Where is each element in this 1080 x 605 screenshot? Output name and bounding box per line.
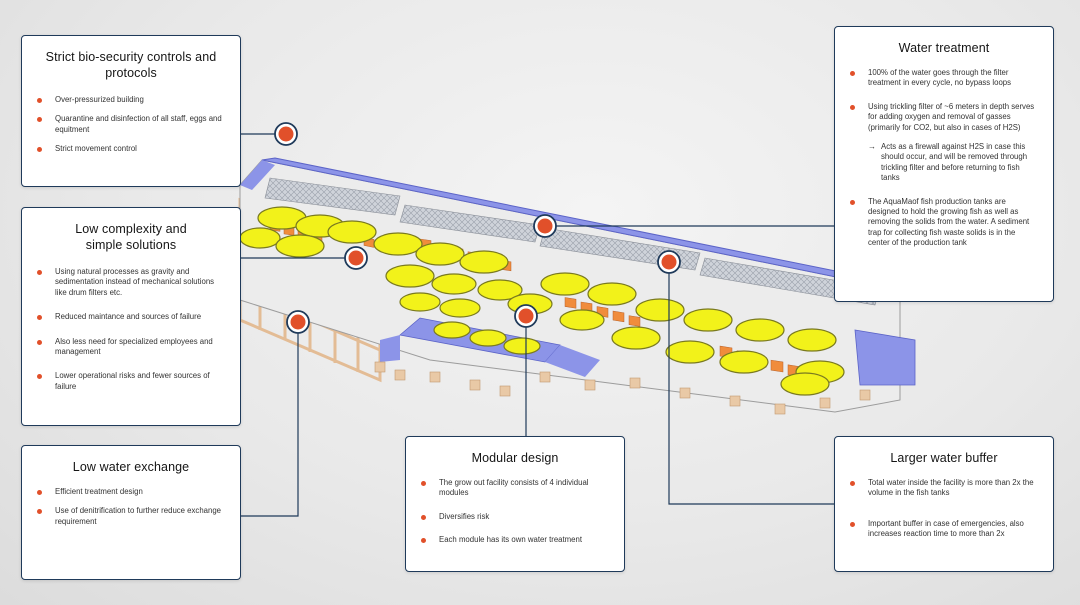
list-item: Using natural processes as gravity and s…: [22, 267, 240, 298]
marker-low: [344, 246, 368, 270]
bullet-icon: [421, 514, 426, 520]
bullet-icon: [37, 509, 42, 515]
leader-lines: [241, 133, 834, 517]
card-title: Modular design: [471, 451, 559, 465]
bullet-icon: [421, 538, 426, 544]
bullet-icon: [37, 490, 42, 495]
card-title: Low complexity and simple solutions: [75, 222, 187, 252]
sub-note: → Acts as a firewall against H2S in case…: [868, 142, 1028, 183]
list-item: Quarantine and disinfection of all staff…: [22, 114, 240, 135]
list-item: Total water inside the facility is more …: [835, 478, 1053, 499]
bullet-icon: [850, 481, 855, 486]
marker-bio: [274, 122, 298, 146]
list-item: Also less need for specialized employees…: [22, 337, 240, 358]
list-item: The grow out facility consists of 4 indi…: [406, 478, 624, 499]
card-title: Water treatment: [898, 41, 990, 55]
bullet-icon: [37, 147, 42, 153]
list-item: Using trickling filter of ~6 meters in d…: [835, 102, 1053, 133]
list-item: Strict movement control: [22, 144, 240, 154]
card-title: Larger water buffer: [890, 451, 998, 465]
fish-tanks: [239, 206, 845, 396]
list-item: Use of denitrification to further reduce…: [22, 506, 240, 527]
bullet-icon: [850, 71, 855, 76]
card-modular-design: Modular design The grow out facility con…: [405, 436, 625, 572]
bullet-icon: [37, 270, 42, 275]
list-item: The AquaMaof fish production tanks are d…: [835, 197, 1053, 249]
bullet-icon: [37, 98, 42, 103]
list-item: Reduced maintance and sources of failure: [22, 312, 240, 322]
bullet-icon: [37, 374, 42, 380]
card-low-water-exchange: Low water exchange Efficient treatment d…: [21, 445, 241, 580]
list-item: Diversifies risk: [406, 512, 624, 522]
bullet-icon: [850, 104, 855, 110]
card-title: Low water exchange: [72, 460, 190, 474]
callout-markers: [274, 122, 681, 334]
list-item: Important buffer in case of emergencies,…: [835, 519, 1053, 540]
marker-modular: [514, 304, 538, 328]
bullet-icon: [850, 199, 855, 205]
list-item: Lower operational risks and fewer source…: [22, 371, 240, 392]
bullet-icon: [421, 481, 426, 486]
card-title: Strict bio-security controls and protoco…: [45, 50, 217, 80]
support-blocks: [374, 361, 871, 415]
card-water-treatment: Water treatment 100% of the water goes t…: [834, 26, 1054, 302]
bullet-icon: [37, 315, 42, 321]
list-item: 100% of the water goes through the filte…: [835, 68, 1053, 89]
marker-buffer: [657, 250, 681, 274]
list-item: Efficient treatment design: [22, 487, 240, 497]
list-item: Over-pressurized building: [22, 95, 240, 105]
card-larger-water-buffer: Larger water buffer Total water inside t…: [834, 436, 1054, 572]
marker-exchange: [286, 310, 310, 334]
card-low-complexity: Low complexity and simple solutions Usin…: [21, 207, 241, 426]
arrow-right-icon: →: [868, 142, 876, 152]
bullet-icon: [37, 339, 42, 345]
bullet-icon: [850, 521, 855, 527]
marker-water: [533, 214, 557, 238]
list-item: Each module has its own water treatment: [406, 535, 624, 545]
card-biosecurity: Strict bio-security controls and protoco…: [21, 35, 241, 187]
bullet-icon: [37, 117, 42, 123]
